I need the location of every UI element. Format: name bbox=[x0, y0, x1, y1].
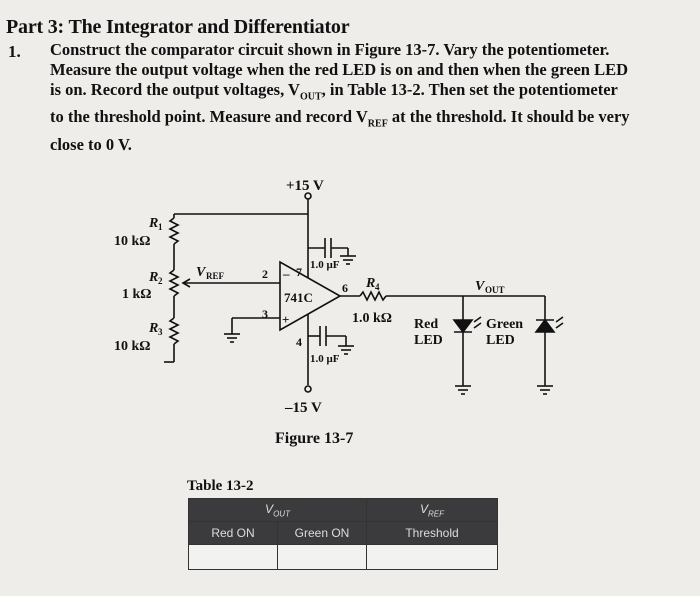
r4-label: R bbox=[365, 276, 375, 291]
r1-value: 10 kΩ bbox=[114, 234, 151, 249]
r4-value: 1.0 kΩ bbox=[352, 311, 392, 326]
vout-header-cell: VOUT bbox=[188, 498, 367, 522]
r3-value: 10 kΩ bbox=[114, 339, 151, 354]
step-line-4-end: at the threshold. It should be very bbox=[387, 107, 630, 127]
r3-label: R bbox=[148, 321, 158, 336]
vout-label: V bbox=[475, 279, 486, 294]
r4-resistor bbox=[359, 290, 387, 302]
red-led-label-2: LED bbox=[414, 333, 443, 348]
step-line-4-start: to the threshold point. Measure and reco… bbox=[50, 107, 368, 127]
pos-supply-label: +15 V bbox=[286, 178, 324, 194]
pin-4-label: 4 bbox=[296, 335, 302, 349]
vref-subscript: REF bbox=[206, 271, 225, 281]
step-line-4: to the threshold point. Measure and reco… bbox=[50, 107, 696, 134]
inverting-input-sign: – bbox=[282, 266, 290, 281]
vout-header-subscript: OUT bbox=[273, 509, 290, 519]
green-on-value-cell[interactable] bbox=[277, 544, 367, 570]
r3-resistor bbox=[168, 317, 180, 345]
r1-label: R bbox=[148, 216, 158, 231]
neg-supply-label: –15 V bbox=[284, 400, 322, 416]
vref-header-subscript: REF bbox=[428, 509, 444, 519]
vout-subscript-circuit: OUT bbox=[485, 285, 505, 295]
r2-value: 1 kΩ bbox=[122, 287, 152, 302]
step-line-3: is on. Record the output voltages, VOUT,… bbox=[50, 80, 696, 107]
r1-subscript: 1 bbox=[158, 222, 163, 232]
table-13-2: VOUT VREF Red ON Green ON Threshold bbox=[188, 498, 498, 570]
step-line-1: Construct the comparator circuit shown i… bbox=[50, 40, 610, 59]
green-led-label-2: LED bbox=[486, 333, 515, 348]
step-line-2: Measure the output voltage when the red … bbox=[50, 60, 628, 79]
noninverting-input-sign: + bbox=[282, 312, 289, 327]
vref-subscript: REF bbox=[367, 118, 388, 130]
green-on-header: Green ON bbox=[277, 521, 367, 545]
opamp-label: 741C bbox=[284, 290, 313, 305]
table-caption: Table 13-2 bbox=[187, 478, 254, 494]
cap-top-label: 1.0 μF bbox=[310, 259, 340, 271]
red-on-header: Red ON bbox=[188, 521, 278, 545]
r2-potentiometer bbox=[168, 269, 180, 297]
r2-label: R bbox=[148, 270, 158, 285]
neg-supply-terminal bbox=[304, 385, 312, 393]
step-number: 1. bbox=[8, 42, 21, 61]
red-led-label-1: Red bbox=[414, 317, 438, 332]
vout-header: V bbox=[265, 501, 274, 516]
pin-3-label: 3 bbox=[262, 307, 268, 321]
pin-7-label: 7 bbox=[296, 265, 302, 279]
r1-resistor bbox=[168, 217, 180, 245]
green-led-label-1: Green bbox=[486, 317, 523, 332]
r3-subscript: 3 bbox=[158, 327, 163, 337]
threshold-header: Threshold bbox=[366, 521, 498, 545]
figure-caption: Figure 13-7 bbox=[275, 430, 354, 447]
red-on-value-cell[interactable] bbox=[188, 544, 278, 570]
green-led-symbol bbox=[534, 318, 556, 333]
r4-subscript: 4 bbox=[375, 282, 380, 292]
vout-subscript: OUT bbox=[299, 91, 322, 103]
step-line-3-end: , in Table 13-2. Then set the potentiome… bbox=[321, 80, 618, 99]
r2-subscript: 2 bbox=[158, 276, 163, 286]
step-line-5: close to 0 V. bbox=[50, 134, 132, 154]
pin-2-label: 2 bbox=[262, 267, 268, 281]
cap-bottom-label: 1.0 μF bbox=[310, 353, 340, 365]
threshold-value-cell[interactable] bbox=[366, 544, 498, 570]
part-heading: Part 3: The Integrator and Differentiato… bbox=[6, 16, 350, 38]
pin-6-label: 6 bbox=[342, 281, 348, 295]
vref-header-cell: VREF bbox=[366, 498, 498, 522]
step-instructions: Construct the comparator circuit shown i… bbox=[50, 40, 696, 155]
red-led-symbol bbox=[452, 319, 474, 334]
opamp-triangle bbox=[279, 260, 342, 332]
vref-header: V bbox=[419, 501, 428, 516]
vref-label: V bbox=[196, 265, 207, 280]
comparator-circuit-diagram: +15 V –15 V R 1 10 kΩ R 2 1 kΩ R 3 10 kΩ… bbox=[114, 178, 564, 416]
step-line-3-start: is on. Record the output voltages, V bbox=[50, 80, 300, 99]
